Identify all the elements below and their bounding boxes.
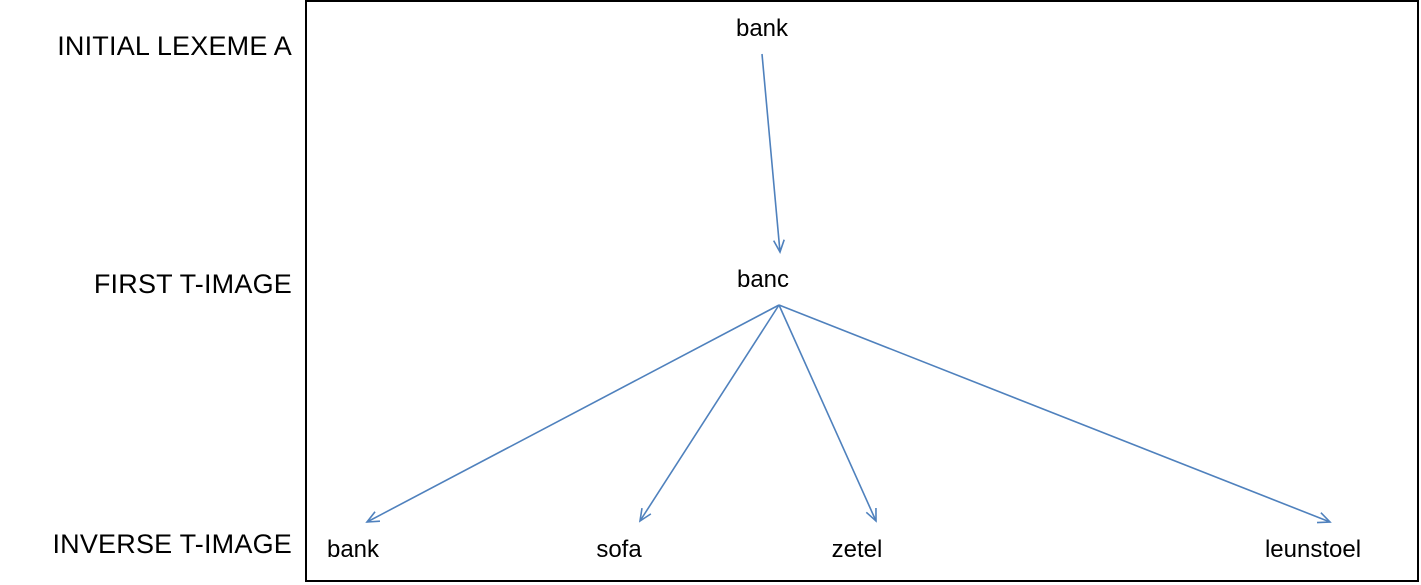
arrow-banc-to-bank-shaft: [366, 304, 780, 523]
arrow-banc-to-sofa-shaft: [639, 304, 780, 522]
arrow-banc-to-sofa: [638, 304, 780, 523]
node-inverse-sofa: sofa: [596, 536, 642, 563]
arrow-banc-to-bank: [365, 304, 780, 523]
arrow-banc-to-leunstoel: [778, 304, 1332, 524]
row-label-initial-lexeme: INITIAL LEXEME A: [57, 31, 292, 61]
row-label-first-t-image: FIRST T-IMAGE: [93, 269, 292, 299]
node-root-bank: bank: [735, 15, 789, 42]
arrow-banc-to-leunstoel-shaft: [778, 304, 1331, 523]
arrow-bank-to-banc: [761, 53, 785, 254]
arrow-banc-to-zetel: [778, 304, 877, 523]
row-label-inverse-t-image: INVERSE T-IMAGE: [52, 529, 292, 559]
arrow-bank-to-banc-shaft: [761, 53, 781, 253]
arrow-banc-to-zetel-head: [865, 507, 877, 523]
node-inverse-leunstoel: leunstoel: [1264, 536, 1362, 563]
arrow-banc-to-zetel-shaft: [778, 304, 877, 522]
diagram-frame: [305, 0, 1419, 582]
node-inverse-zetel: zetel: [831, 536, 883, 563]
arrow-bank-to-banc-head: [772, 239, 785, 254]
arrow-banc-to-bank-head: [365, 511, 381, 523]
arrow-banc-to-leunstoel-head: [1316, 512, 1332, 524]
node-inverse-bank: bank: [326, 536, 380, 563]
node-first-banc: banc: [736, 266, 790, 293]
arrow-banc-to-sofa-head: [638, 508, 652, 523]
